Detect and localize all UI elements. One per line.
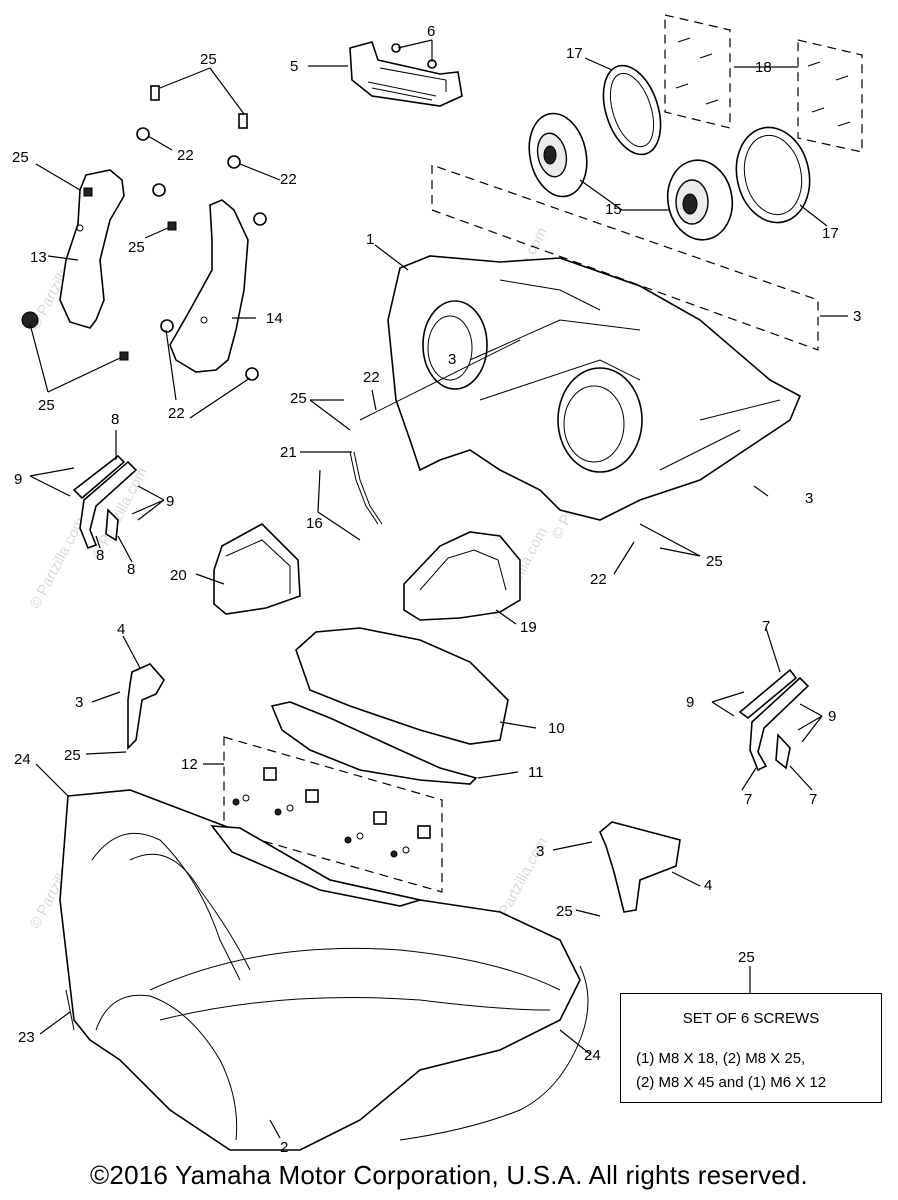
callout-7: 7 xyxy=(762,618,770,635)
callout-22: 22 xyxy=(280,171,297,188)
part-18-screw-boxes xyxy=(664,14,863,153)
callout-16: 16 xyxy=(306,515,323,532)
part-14-bracket xyxy=(169,199,249,373)
callout-3: 3 xyxy=(805,490,813,507)
part-5-bracket xyxy=(349,41,463,107)
callout-9: 9 xyxy=(828,708,836,725)
callout-25: 25 xyxy=(38,397,55,414)
part-11-trim xyxy=(270,701,478,785)
leader-lines xyxy=(29,39,848,1139)
callout-9: 9 xyxy=(686,694,694,711)
callout-2: 2 xyxy=(280,1139,288,1156)
callout-4: 4 xyxy=(117,621,125,638)
callout-22: 22 xyxy=(177,147,194,164)
part-3-screw-strip xyxy=(431,164,819,351)
callout-25: 25 xyxy=(200,51,217,68)
callout-11: 11 xyxy=(528,764,544,781)
screw-set-line-2: (2) M8 X 45 and (1) M6 X 12 xyxy=(636,1074,827,1091)
fasteners-left xyxy=(21,85,267,381)
callout-24: 24 xyxy=(14,751,31,768)
callout-23: 23 xyxy=(18,1029,35,1046)
part-17-speaker-rings xyxy=(602,64,811,224)
part-19-cover xyxy=(403,531,521,621)
screw-set-title: SET OF 6 SCREWS xyxy=(682,1010,820,1027)
callout-20: 20 xyxy=(170,567,187,584)
part-8-hinges-left xyxy=(72,454,138,550)
screw-set-note: SET OF 6 SCREWS (1) M8 X 18, (2) M8 X 25… xyxy=(620,993,882,1103)
callout-18: 18 xyxy=(755,59,772,76)
callout-3: 3 xyxy=(448,351,456,368)
callout-7: 7 xyxy=(809,791,817,808)
callout-9: 9 xyxy=(166,493,174,510)
part-4-brackets xyxy=(127,663,681,913)
copyright-notice: ©2016 Yamaha Motor Corporation, U.S.A. A… xyxy=(90,1160,808,1190)
part-10-windshield xyxy=(295,627,509,745)
callout-25: 25 xyxy=(290,390,307,407)
callout-1: 1 xyxy=(366,231,374,248)
callout-5: 5 xyxy=(290,58,298,75)
callouts: 5 6 17 18 15 17 1 3 25 22 22 25 13 25 14… xyxy=(12,23,861,1156)
callout-10: 10 xyxy=(548,720,565,737)
callout-22: 22 xyxy=(363,369,380,386)
callout-3: 3 xyxy=(75,694,83,711)
callout-22: 22 xyxy=(168,405,185,422)
callout-13: 13 xyxy=(30,249,47,266)
callout-14: 14 xyxy=(266,310,283,327)
callout-12: 12 xyxy=(181,756,198,773)
part-7-hinges-right xyxy=(738,668,810,772)
callout-25: 25 xyxy=(556,903,573,920)
part-15-speakers xyxy=(528,112,734,241)
watermark: © Partzilla.com xyxy=(27,515,89,612)
callout-9: 9 xyxy=(14,471,22,488)
callout-6: 6 xyxy=(427,23,435,40)
callout-24: 24 xyxy=(584,1047,601,1064)
part-13-bracket xyxy=(59,169,125,329)
callout-19: 19 xyxy=(520,619,537,636)
callout-7: 7 xyxy=(744,791,752,808)
callout-15: 15 xyxy=(605,201,622,218)
callout-21: 21 xyxy=(280,444,297,461)
callout-17: 17 xyxy=(566,45,583,62)
callout-25: 25 xyxy=(738,949,755,966)
callout-8: 8 xyxy=(111,411,119,428)
callout-25: 25 xyxy=(64,747,81,764)
screw-set-line-1: (1) M8 X 18, (2) M8 X 25, xyxy=(636,1050,806,1067)
callout-25: 25 xyxy=(706,553,723,570)
part-21-rod xyxy=(349,339,521,525)
callout-8: 8 xyxy=(127,561,135,578)
part-24-outer-fairing xyxy=(59,789,589,1151)
callout-3: 3 xyxy=(853,308,861,325)
callout-3: 3 xyxy=(536,843,544,860)
part-20-cover xyxy=(213,523,301,615)
callout-25: 25 xyxy=(128,239,145,256)
callout-25: 25 xyxy=(12,149,29,166)
part-1-inner-fairing xyxy=(387,255,802,521)
callout-4: 4 xyxy=(704,877,712,894)
callout-22: 22 xyxy=(590,571,607,588)
part-12-clip-box xyxy=(223,736,443,893)
callout-8: 8 xyxy=(96,547,104,564)
callout-17: 17 xyxy=(822,225,839,242)
